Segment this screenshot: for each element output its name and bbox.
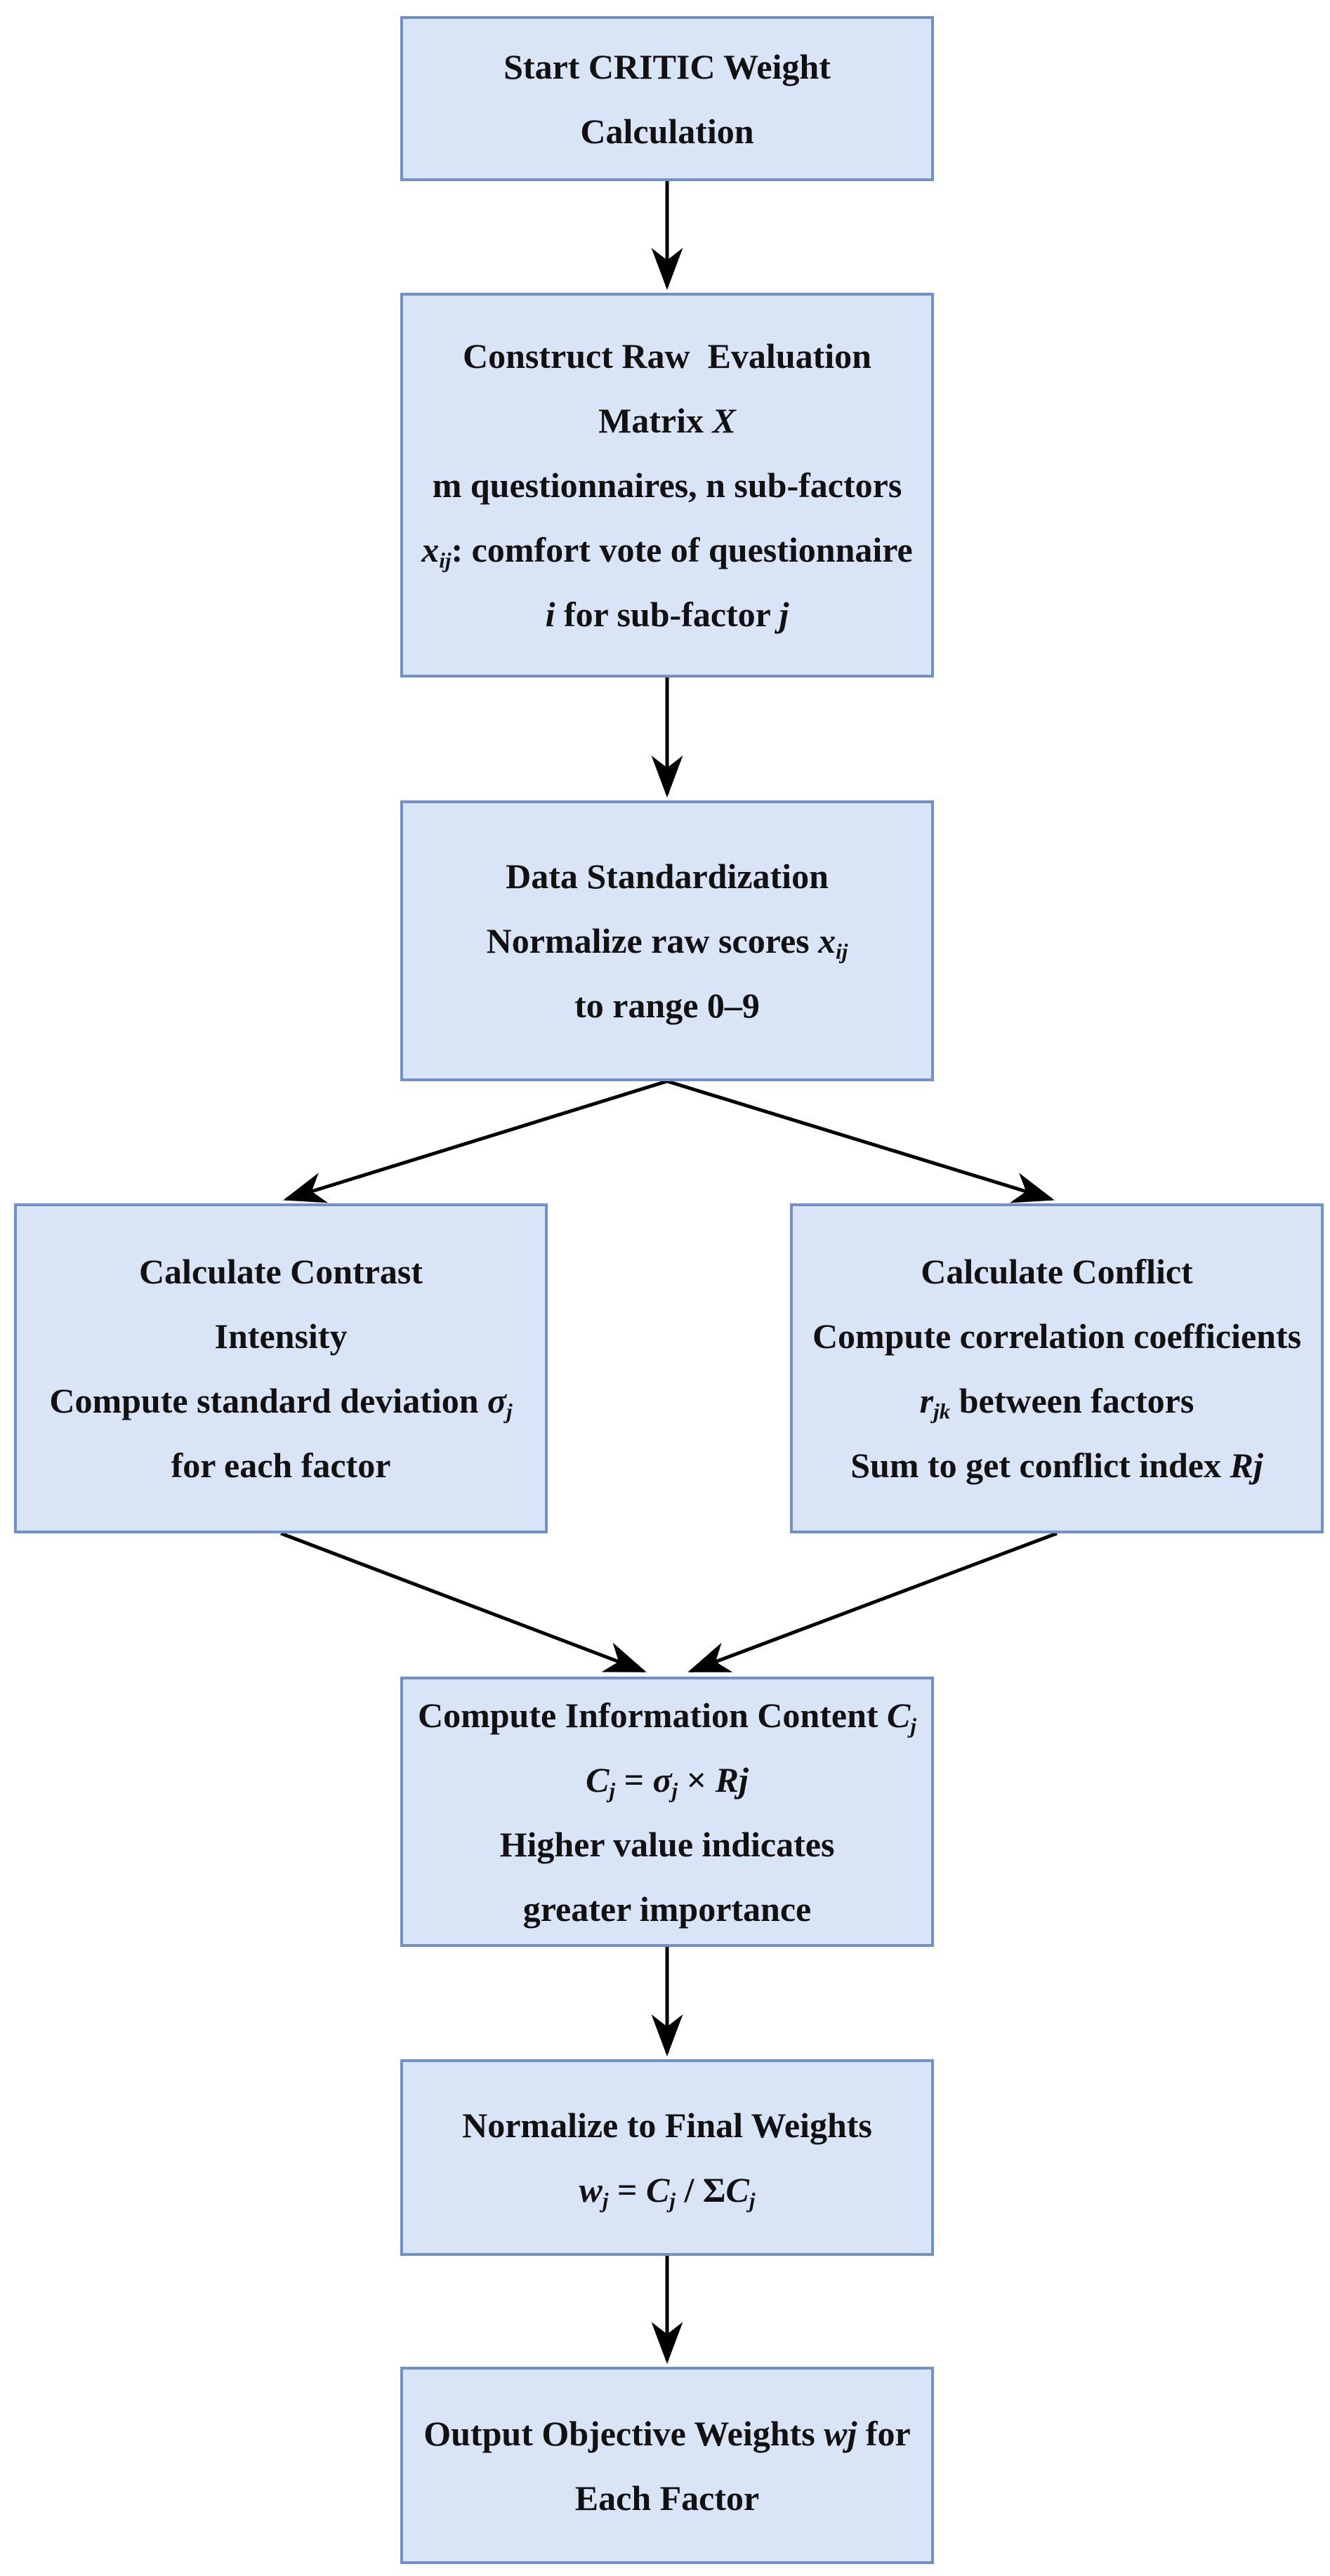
arrow-contrast-to-information <box>280 1531 647 1673</box>
text-line: for each factor <box>171 1446 391 1485</box>
text-line: Normalize to Final Weights <box>462 2106 872 2145</box>
text-line: Calculation <box>580 111 754 151</box>
text-line: Each Factor <box>574 2478 760 2518</box>
text-line: m questionnaires, n sub-factors <box>432 465 902 505</box>
text-line: Compute standard deviation σj <box>49 1381 513 1424</box>
text-line: wj = Cj / ΣCj <box>579 2170 756 2213</box>
text-line: Cj = σj × Rj <box>586 1759 749 1803</box>
node-compute-information-content: Compute Information Content Cj Cj = σj × … <box>400 1677 934 1947</box>
text-line: Normalize raw scores xij <box>486 921 848 964</box>
text-line: Compute correlation coefficients <box>812 1316 1302 1356</box>
text-line: Data Standardization <box>506 857 829 896</box>
text-line: Matrix X <box>598 401 736 440</box>
text-line: xij: comfort vote of questionnaire <box>421 530 913 573</box>
text-line: Output Objective Weights wj for <box>423 2413 911 2453</box>
text-line: rjk between factors <box>919 1381 1194 1424</box>
text-line: Calculate Conflict <box>921 1252 1193 1291</box>
text-line: Sum to get conflict index Rj <box>850 1446 1263 1485</box>
arrow-standardize-to-conflict <box>666 1079 1055 1203</box>
arrow-standardize-to-contrast <box>283 1079 668 1203</box>
text-line: Compute Information Content Cj <box>417 1695 917 1738</box>
text-line: greater importance <box>522 1889 812 1929</box>
text-line: Start CRITIC Weight <box>503 46 831 86</box>
text-line: Construct Raw Evaluation <box>463 336 871 376</box>
text-line: Higher value indicates <box>499 1824 835 1864</box>
arrow-conflict-to-information <box>687 1531 1058 1673</box>
node-normalize-to-final-weights: Normalize to Final Weights wj = Cj / ΣCj <box>400 2059 934 2256</box>
text-line: Intensity <box>214 1316 348 1356</box>
text-line: Calculate Contrast <box>138 1252 423 1291</box>
text-line: to range 0–9 <box>574 986 760 1025</box>
text-line: i for sub-factor j <box>545 595 789 634</box>
